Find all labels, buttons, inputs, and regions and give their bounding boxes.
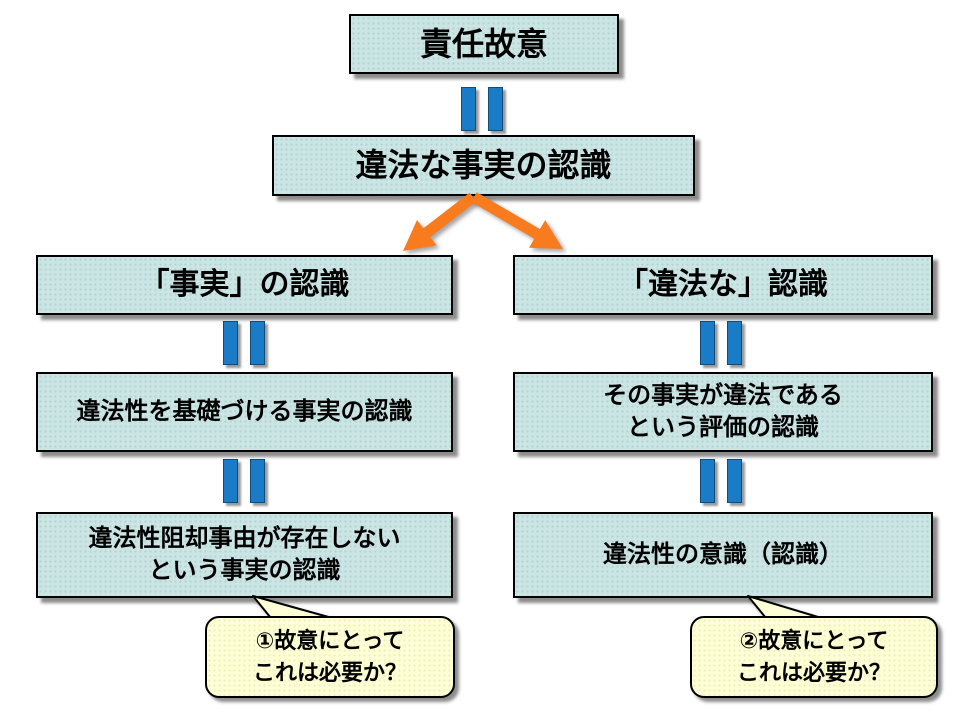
equals-bar-icon [250, 459, 265, 503]
equals-connector-icon [700, 321, 742, 365]
equals-bar-icon [700, 459, 715, 503]
node-label-line2: という事実の認識 [148, 557, 341, 584]
equals-bar-icon [461, 87, 476, 131]
equals-connector-icon [223, 321, 265, 365]
node-ihouna-ninshiki: 「違法な」認識 [513, 255, 933, 315]
equals-bar-icon [488, 87, 503, 131]
node-hyouka-no-ninshiki: その事実が違法である という評価の認識 [513, 372, 933, 452]
node-label-line1: その事実が違法である [603, 382, 843, 410]
equals-connector-icon [223, 459, 265, 503]
node-label: 違法性の意識（認識） [603, 541, 843, 569]
equals-connector-icon [700, 459, 742, 503]
equals-bar-icon [700, 321, 715, 365]
node-label: 「違法な」認識 [618, 268, 828, 302]
node-label: 責任故意 [419, 25, 548, 62]
node-label-line2: という評価の認識 [627, 414, 819, 441]
equals-bar-icon [727, 459, 742, 503]
equals-connector-icon [461, 87, 503, 131]
callout-line1: ②故意にとって [739, 628, 889, 654]
callout-right: ②故意にとって これは必要か？ [690, 616, 938, 698]
node-label: 違法性を基礎づける事実の認識 [76, 398, 413, 426]
equals-bar-icon [250, 321, 265, 365]
node-ihousei-no-ishiki: 違法性の意識（認識） [513, 512, 933, 598]
split-arrow-right-icon [471, 192, 563, 249]
node-sokyaku-jiyuu-ga-sonzai-shinai: 違法性阻却事由が存在しない という事実の認識 [36, 512, 453, 598]
node-ihousei-wo-kiso-dukeru-jijitsu-no-ninshiki: 違法性を基礎づける事実の認識 [36, 372, 453, 452]
node-jijitsu-no-ninshiki: 「事実」の認識 [36, 255, 453, 315]
equals-bar-icon [727, 321, 742, 365]
split-arrow-left-icon [403, 192, 477, 251]
callout-line2: これは必要か？ [252, 660, 407, 685]
callout-left: ①故意にとって これは必要か？ [205, 616, 455, 698]
callout-line2: これは必要か？ [736, 660, 891, 685]
callout-line1: ①故意にとって [255, 628, 405, 654]
node-label: 違法な事実の認識 [355, 147, 612, 184]
node-sekinin-koi: 責任故意 [349, 14, 619, 74]
node-ihou-na-jijitsu-no-ninshiki: 違法な事実の認識 [272, 135, 695, 196]
equals-bar-icon [223, 321, 238, 365]
node-label-line1: 違法性阻却事由が存在しない [88, 525, 401, 553]
equals-bar-icon [223, 459, 238, 503]
node-label: 「事実」の認識 [139, 268, 350, 302]
